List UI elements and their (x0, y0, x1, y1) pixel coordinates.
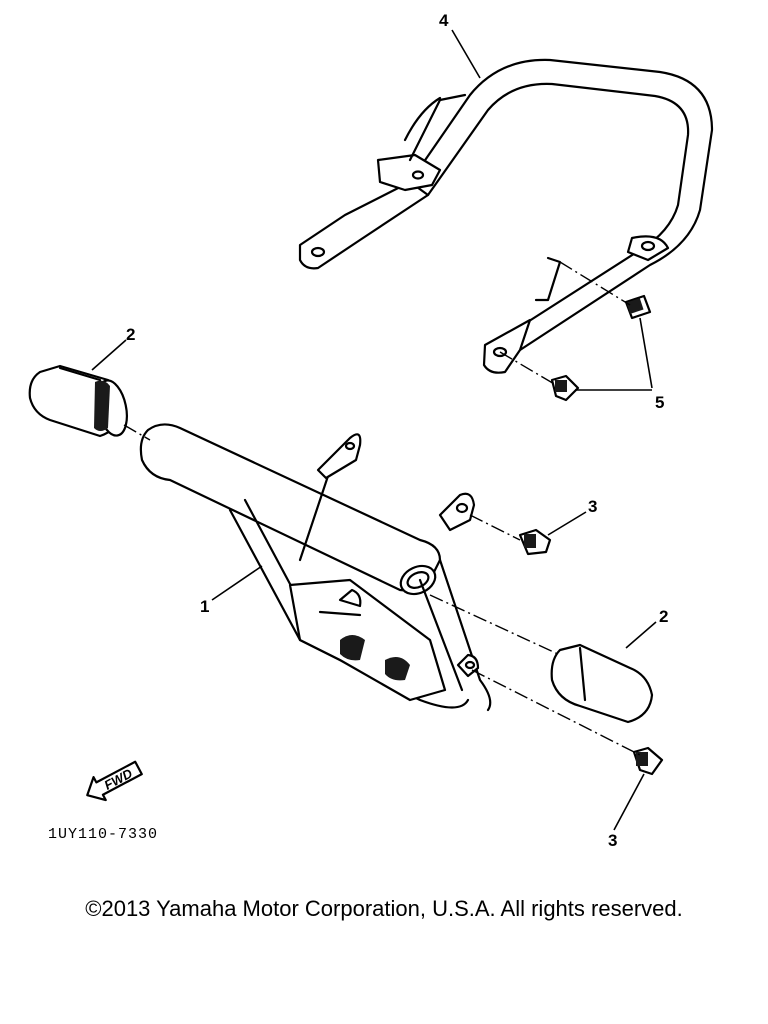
centerline-right-cap (429, 594, 561, 656)
callout-3-upper: 3 (588, 497, 597, 516)
copyright-notice: ©2013 Yamaha Motor Corporation, U.S.A. A… (85, 896, 683, 921)
leader-2-left (91, 339, 127, 371)
end-cap-right (550, 643, 654, 724)
callout-5: 5 (655, 393, 664, 412)
centerline-lower-bolt-3 (471, 669, 641, 756)
centerline-bolt-5-lower (499, 351, 557, 386)
callout-3-lower: 3 (608, 831, 617, 850)
callout-1: 1 (200, 597, 209, 616)
leader-5 (575, 317, 653, 391)
forward-arrow-icon: FWD (86, 760, 143, 802)
centerline-upper-bolt-3 (469, 514, 521, 541)
leader-3-lower (613, 773, 645, 831)
rear-grab-bar (298, 58, 714, 374)
leader-4 (451, 29, 481, 79)
end-cap-left (28, 364, 128, 438)
callout-2-left: 2 (126, 325, 135, 344)
bolt-5-upper (624, 294, 652, 320)
leader-1 (211, 565, 263, 601)
parts-diagram: 4 2 5 3 1 2 3 FWD 1UY110-7330 (28, 11, 714, 850)
front-bumper (139, 423, 492, 712)
bolt-3-upper (518, 528, 552, 556)
leader-3-upper (547, 511, 587, 536)
leader-2-right (625, 621, 657, 649)
centerline-left-cap (123, 424, 151, 441)
bolt-5-lower (550, 374, 580, 402)
bolt-3-lower (632, 746, 664, 776)
callout-4: 4 (439, 11, 449, 30)
callout-2-right: 2 (659, 607, 668, 626)
centerline-bolt-5-upper (559, 261, 631, 306)
diagram-code: 1UY110-7330 (48, 826, 158, 843)
